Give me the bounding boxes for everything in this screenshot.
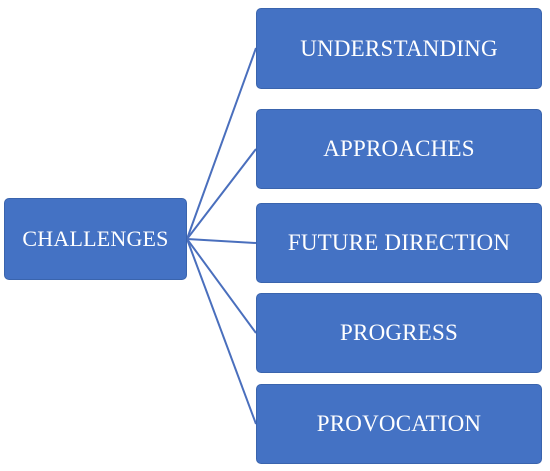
branch-node-approaches: APPROACHES xyxy=(256,109,542,189)
branch-node-progress: PROGRESS xyxy=(256,293,542,373)
branch-label: FUTURE DIRECTION xyxy=(287,230,511,255)
connector-progress xyxy=(186,238,257,334)
connector-provocation xyxy=(186,238,257,425)
branch-label: UNDERSTANDING xyxy=(300,35,498,61)
connector-understanding xyxy=(186,47,257,240)
connector-approaches xyxy=(186,148,257,240)
branch-node-understanding: UNDERSTANDING xyxy=(256,8,542,89)
connector-future-direction xyxy=(186,238,257,244)
branch-node-provocation: PROVOCATION xyxy=(256,384,542,464)
root-node-challenges: CHALLENGES xyxy=(4,198,187,280)
root-label: CHALLENGES xyxy=(22,226,169,251)
branch-label: PROVOCATION xyxy=(316,411,482,436)
branch-label: PROGRESS xyxy=(340,320,458,345)
branch-node-future-direction: FUTURE DIRECTION xyxy=(256,203,542,283)
branch-label: APPROACHES xyxy=(323,136,475,161)
